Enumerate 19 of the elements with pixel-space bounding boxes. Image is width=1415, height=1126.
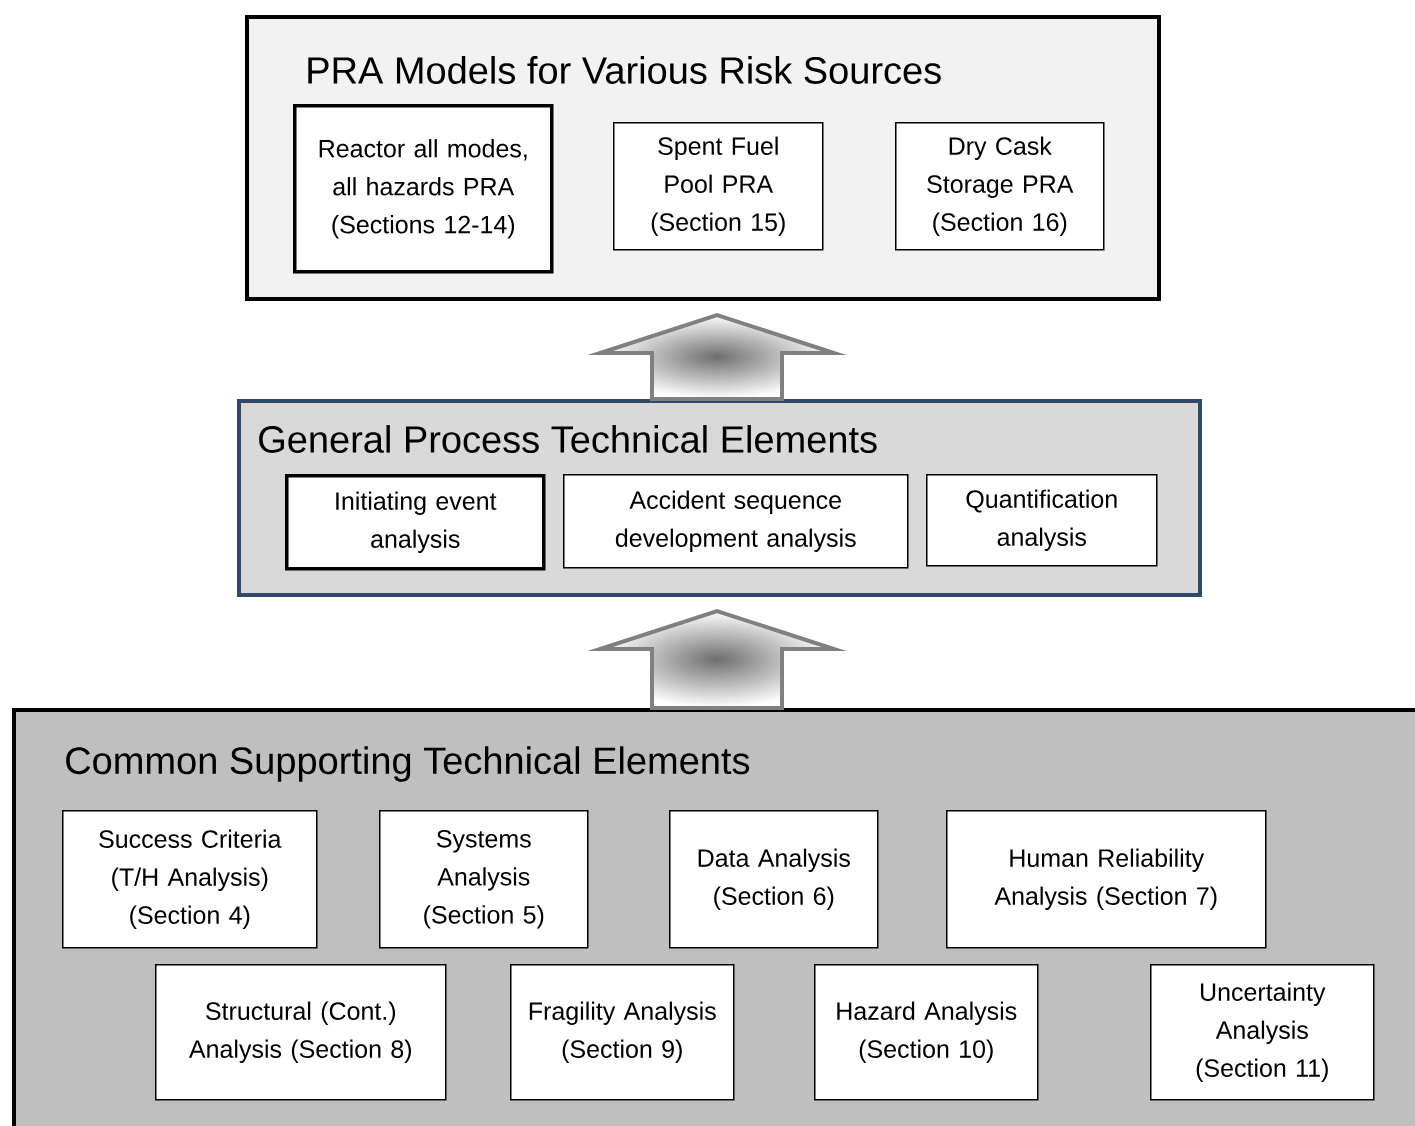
process-box: Structural (Cont.) Analysis (Section 8): [155, 964, 447, 1101]
process-box: Fragility Analysis (Section 9): [510, 964, 735, 1101]
process-box: Systems Analysis (Section 5): [379, 810, 589, 949]
process-box: Uncertainty Analysis (Section 11): [1150, 964, 1375, 1101]
process-box: Spent Fuel Pool PRA (Section 15): [613, 122, 824, 251]
process-box: Human Reliability Analysis (Section 7): [946, 810, 1267, 949]
process-box: Reactor all modes, all hazards PRA (Sections 12-14): [293, 104, 554, 274]
process-box: Data Analysis (Section 6): [669, 810, 879, 949]
panel-heading: General Process Technical Elements: [259, 425, 877, 453]
process-box: Quantification analysis: [926, 474, 1158, 567]
process-box: Hazard Analysis (Section 10): [814, 964, 1039, 1101]
panel-heading: PRA Models for Various Risk Sources: [308, 56, 941, 84]
block-arrow: [587, 312, 847, 401]
block-arrow: [587, 608, 847, 710]
process-box: Dry Cask Storage PRA (Section 16): [895, 122, 1105, 251]
process-box: Initiating event analysis: [285, 474, 546, 571]
process-box: Success Criteria (T/H Analysis) (Section 4): [62, 810, 318, 949]
panel-heading: Common Supporting Technical Elements: [66, 746, 750, 782]
process-box: Accident sequence development analysis: [563, 474, 909, 569]
